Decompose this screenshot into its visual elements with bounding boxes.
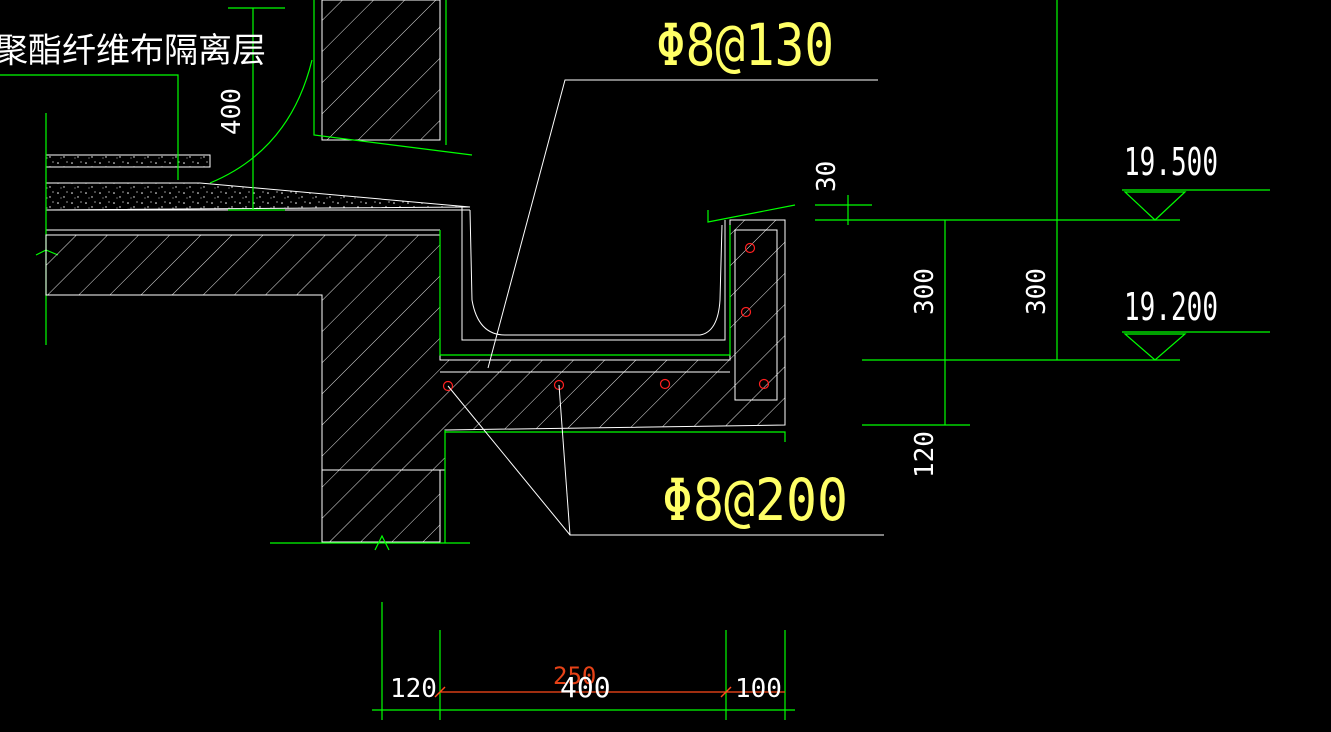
rebar-dot bbox=[744, 242, 756, 254]
dim-30-text: 30 bbox=[812, 161, 842, 192]
dim-100-horizontal-text: 100 bbox=[735, 674, 782, 704]
rebar-dot bbox=[740, 306, 752, 318]
rebar-bottom-label: Φ8@200 bbox=[662, 466, 848, 534]
dim-300-a-text: 300 bbox=[910, 268, 940, 315]
dim-300-b-text: 300 bbox=[1022, 268, 1052, 315]
dim-400-horizontal-text: 400 bbox=[560, 671, 611, 704]
rebar-dot bbox=[659, 378, 671, 390]
isolation-layer-label: 聚酯纤维布隔离层 bbox=[0, 31, 266, 71]
roof-layers bbox=[35, 59, 471, 345]
elevation-markers bbox=[1060, 189, 1270, 361]
elevation-lower: 19.200 bbox=[1124, 285, 1218, 329]
dims-right bbox=[815, 0, 1060, 426]
rebar-dots bbox=[442, 242, 770, 392]
rebar-dot bbox=[758, 378, 770, 390]
dim-red-text: 250 bbox=[553, 662, 596, 690]
gutter-channel bbox=[439, 204, 796, 401]
dim-120-horizontal-text: 120 bbox=[390, 674, 437, 704]
concrete-slab bbox=[45, 219, 786, 551]
dims-bottom bbox=[372, 602, 795, 720]
dim-400-vertical-text: 400 bbox=[217, 88, 247, 135]
dim-120-vertical-text: 120 bbox=[910, 431, 940, 478]
leader-lines bbox=[0, 74, 884, 536]
rebar-top-label: Φ8@130 bbox=[656, 11, 834, 79]
rebar-dot bbox=[442, 380, 454, 392]
dim-400-vertical bbox=[228, 7, 285, 211]
elevation-upper: 19.500 bbox=[1124, 140, 1218, 184]
upper-wall bbox=[313, 0, 473, 156]
